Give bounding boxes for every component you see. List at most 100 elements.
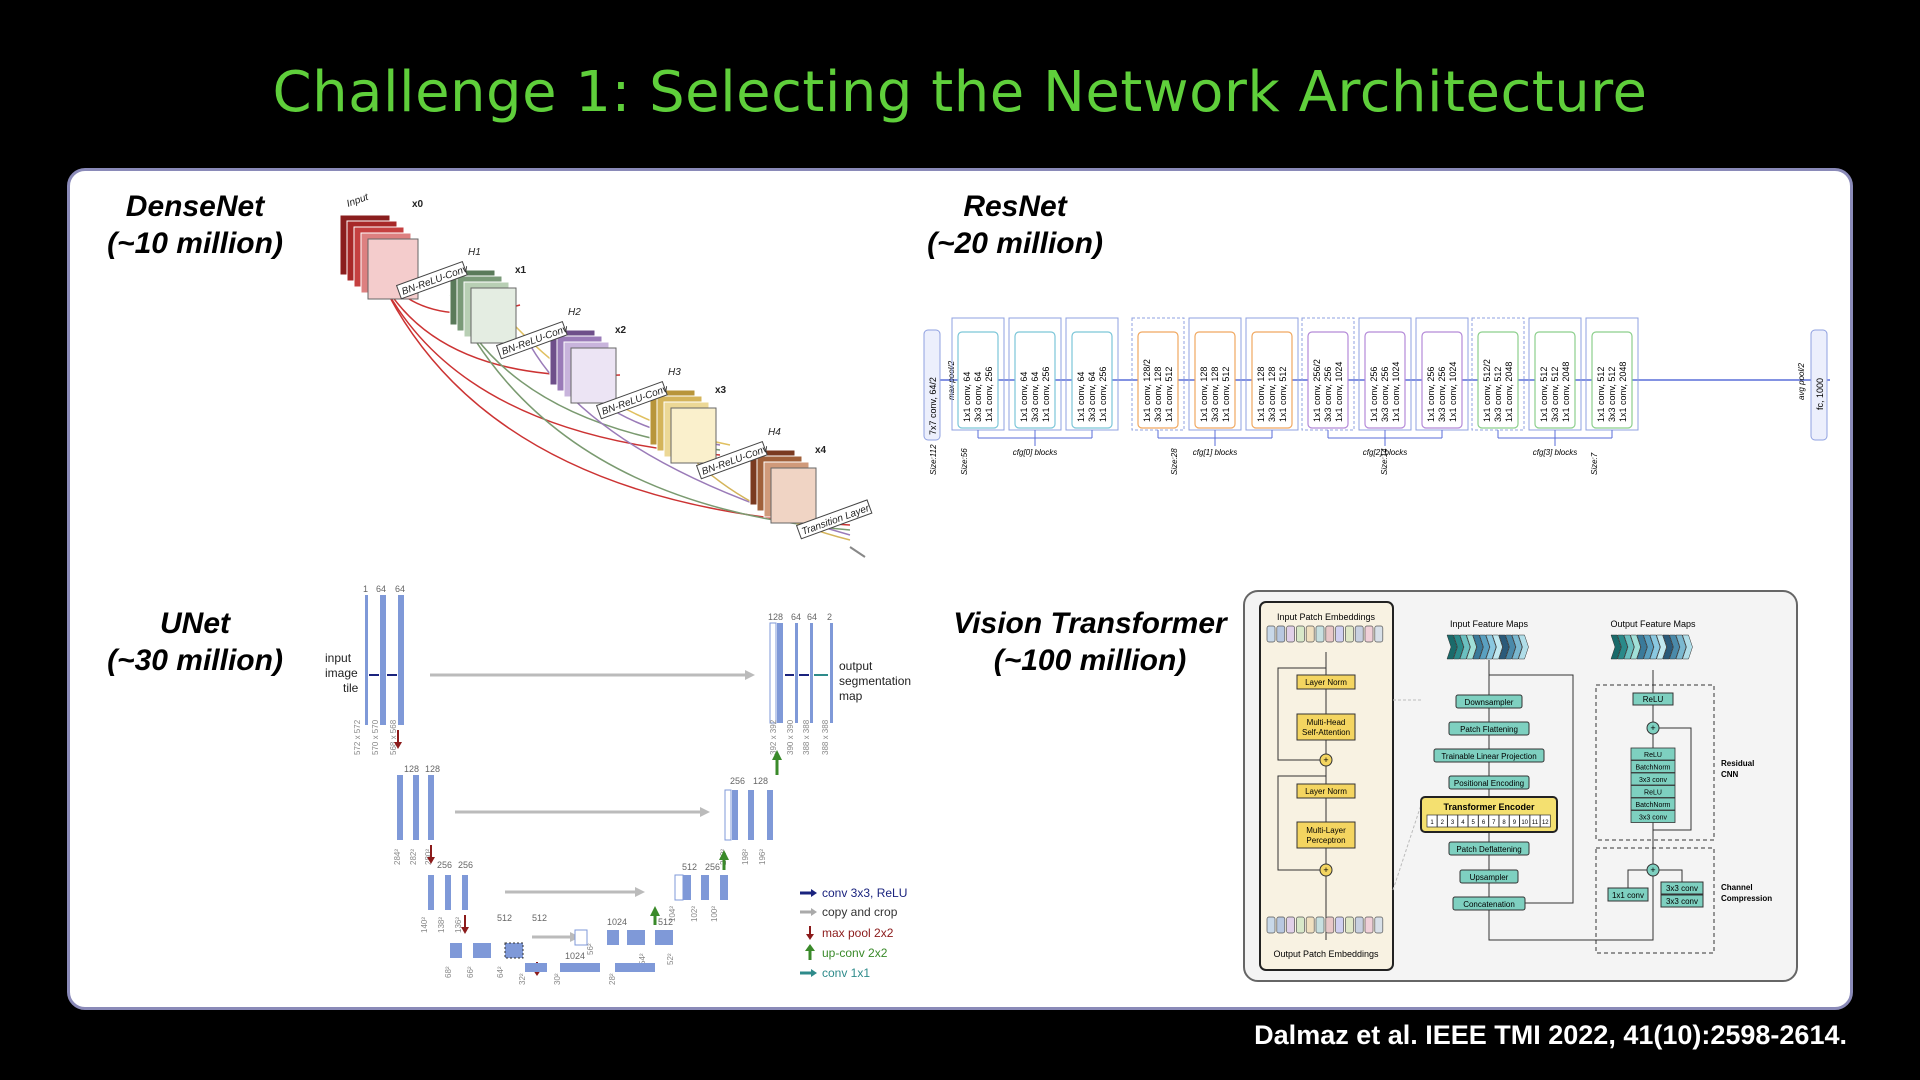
resnet-block-layer: 3x3 conv, 128 bbox=[1153, 367, 1163, 422]
vit-output-patch: Output Patch Embeddings bbox=[1273, 949, 1379, 959]
densenet-x1: x1 bbox=[515, 265, 527, 276]
vit-params: (~100 million) bbox=[993, 644, 1187, 677]
unet-s284: 284² bbox=[393, 849, 402, 865]
unet-s32: 32² bbox=[518, 973, 527, 985]
vit-cnn-layer: BatchNorm bbox=[1635, 802, 1670, 809]
unet-s66: 66² bbox=[466, 966, 475, 978]
unet-legend-copy: copy and crop bbox=[822, 905, 898, 919]
resnet-block bbox=[1071, 331, 1113, 429]
vit-linear-projection: Trainable Linear Projection bbox=[1441, 752, 1536, 761]
vit-mlp-1: Multi-Layer bbox=[1306, 826, 1346, 835]
vit-name: Vision Transformer bbox=[953, 607, 1227, 640]
resnet-block-layer: 1x1 conv, 256/2 bbox=[1312, 359, 1322, 422]
resnet-block-layer: 1x1 conv, 2048 bbox=[1618, 362, 1628, 422]
resnet-diagram: 7x7 conv, 64/2 Size:112 max pool/2 Size:… bbox=[923, 317, 1830, 475]
densenet-x0: x0 bbox=[412, 199, 424, 210]
unet-params: (~30 million) bbox=[107, 644, 283, 677]
resnet-block-layer: 1x1 conv, 512 bbox=[1164, 367, 1174, 422]
citation: Dalmaz et al. IEEE TMI 2022, 41(10):2598… bbox=[1254, 1020, 1847, 1050]
svg-text:+: + bbox=[1650, 865, 1655, 875]
svg-text:+: + bbox=[1323, 755, 1328, 765]
densenet-h4: H4 bbox=[768, 427, 781, 438]
vit-residual-2: CNN bbox=[1721, 770, 1739, 779]
unet-d52: 52² bbox=[666, 953, 675, 965]
resnet-block-layer: 3x3 conv, 64 bbox=[1030, 372, 1040, 422]
vit-cnn-layer: ReLU bbox=[1644, 790, 1662, 797]
unet-c1024a: 1024 bbox=[565, 951, 585, 961]
unet-s28: 28² bbox=[608, 973, 617, 985]
resnet-block-layer: 1x1 conv, 128 bbox=[1256, 367, 1266, 422]
unet-s104: 104² bbox=[668, 906, 677, 922]
resnet-name: ResNet bbox=[963, 190, 1067, 223]
unet-s136: 136² bbox=[454, 917, 463, 933]
vit-encoder-cell: 8 bbox=[1502, 820, 1506, 826]
unet-o128: 128 bbox=[768, 612, 783, 622]
resnet-block-layer: 1x1 conv, 512 bbox=[1539, 367, 1549, 422]
vit-mhsa-2: Self-Attention bbox=[1302, 728, 1350, 737]
resnet-stem-box bbox=[923, 329, 941, 441]
unet-s68: 68² bbox=[444, 966, 453, 978]
vit-mlp-2: Perceptron bbox=[1306, 836, 1345, 845]
unet-o2: 2 bbox=[827, 612, 832, 622]
vit-label: Vision Transformer (~100 million) bbox=[925, 605, 1255, 679]
vit-encoder-cell: 10 bbox=[1521, 820, 1528, 826]
densenet-diagram: Input x0 H1 x1 H2 x2 H3 x3 H4 x4 BN-ReLU… bbox=[339, 191, 873, 558]
resnet-block-layer: 3x3 conv, 256 bbox=[1380, 367, 1390, 422]
unet-s390: 390 x 390 bbox=[786, 719, 795, 755]
vit-cnn-layer: BatchNorm bbox=[1635, 765, 1670, 772]
unet-input-3: tile bbox=[343, 681, 359, 695]
resnet-block-layer: 1x1 conv, 128 bbox=[1199, 367, 1209, 422]
unet-d56: 56² bbox=[586, 943, 595, 955]
densenet-block-3 bbox=[649, 389, 717, 464]
resnet-block-layer: 1x1 conv, 512/2 bbox=[1482, 359, 1492, 422]
resnet-fc-box bbox=[1810, 329, 1828, 441]
unet-legend-conv: conv 3x3, ReLU bbox=[822, 886, 907, 900]
resnet-block-layer: 1x1 conv, 256 bbox=[1369, 367, 1379, 422]
unet-output-2: segmentation bbox=[839, 674, 911, 688]
resnet-block-layer: 3x3 conv, 256 bbox=[1437, 367, 1447, 422]
resnet-block bbox=[1534, 331, 1576, 429]
resnet-size14: Size:14 bbox=[1380, 448, 1389, 475]
unet-output-1: output bbox=[839, 659, 873, 673]
unet-input-1: input bbox=[325, 651, 352, 665]
resnet-block-layer: 1x1 conv, 256 bbox=[1426, 367, 1436, 422]
vit-channel-1: Channel bbox=[1721, 883, 1753, 892]
unet-c128a: 128 bbox=[404, 764, 419, 774]
vit-patch-flattening: Patch Flattening bbox=[1460, 725, 1518, 734]
unet-c64b: 64 bbox=[395, 585, 405, 594]
densenet-block-1 bbox=[449, 269, 517, 344]
svg-text:+: + bbox=[1323, 865, 1328, 875]
densenet-x3: x3 bbox=[715, 385, 727, 396]
densenet-block-2 bbox=[549, 329, 617, 404]
unet-o64a: 64 bbox=[791, 612, 801, 622]
unet-c128b: 128 bbox=[425, 764, 440, 774]
resnet-block bbox=[1014, 331, 1056, 429]
vit-encoder-cell: 6 bbox=[1482, 820, 1486, 826]
resnet-block-layer: 1x1 conv, 1024 bbox=[1334, 362, 1344, 422]
resnet-params: (~20 million) bbox=[927, 227, 1103, 260]
resnet-block-layer: 3x3 conv, 256 bbox=[1323, 367, 1333, 422]
unet-v128: 128 bbox=[753, 776, 768, 786]
resnet-group-label: cfg[1] blocks bbox=[1193, 448, 1237, 457]
vit-patch-deflattening: Patch Deflattening bbox=[1456, 845, 1521, 854]
vit-encoder-cell: 2 bbox=[1441, 820, 1445, 826]
resnet-block bbox=[1137, 331, 1179, 429]
unet-s64: 64² bbox=[496, 966, 505, 978]
unet-c256b: 256 bbox=[458, 860, 473, 870]
resnet-block-layer: 1x1 conv, 256 bbox=[1098, 367, 1108, 422]
resnet-block-layer: 1x1 conv, 256 bbox=[1041, 367, 1051, 422]
unet-s30: 30² bbox=[553, 973, 562, 985]
resnet-fc: fc, 1000 bbox=[1815, 378, 1825, 410]
unet-s196: 196² bbox=[758, 849, 767, 865]
vit-conv3x3-b: 3x3 conv bbox=[1666, 897, 1698, 906]
unet-c64a: 64 bbox=[376, 585, 386, 594]
densenet-h2: H2 bbox=[568, 307, 581, 318]
resnet-group-label: cfg[0] blocks bbox=[1013, 448, 1057, 457]
vit-concatenation: Concatenation bbox=[1463, 900, 1515, 909]
densenet-h1: H1 bbox=[468, 247, 481, 258]
resnet-block-layer: 1x1 conv, 512 bbox=[1278, 367, 1288, 422]
unet-s102: 102² bbox=[690, 906, 699, 922]
densenet-params: (~10 million) bbox=[107, 227, 283, 260]
resnet-block-layer: 1x1 conv, 128/2 bbox=[1142, 359, 1152, 422]
unet-diagram: 1 64 64 input image tile 572 x 572 570 x… bbox=[325, 585, 911, 985]
